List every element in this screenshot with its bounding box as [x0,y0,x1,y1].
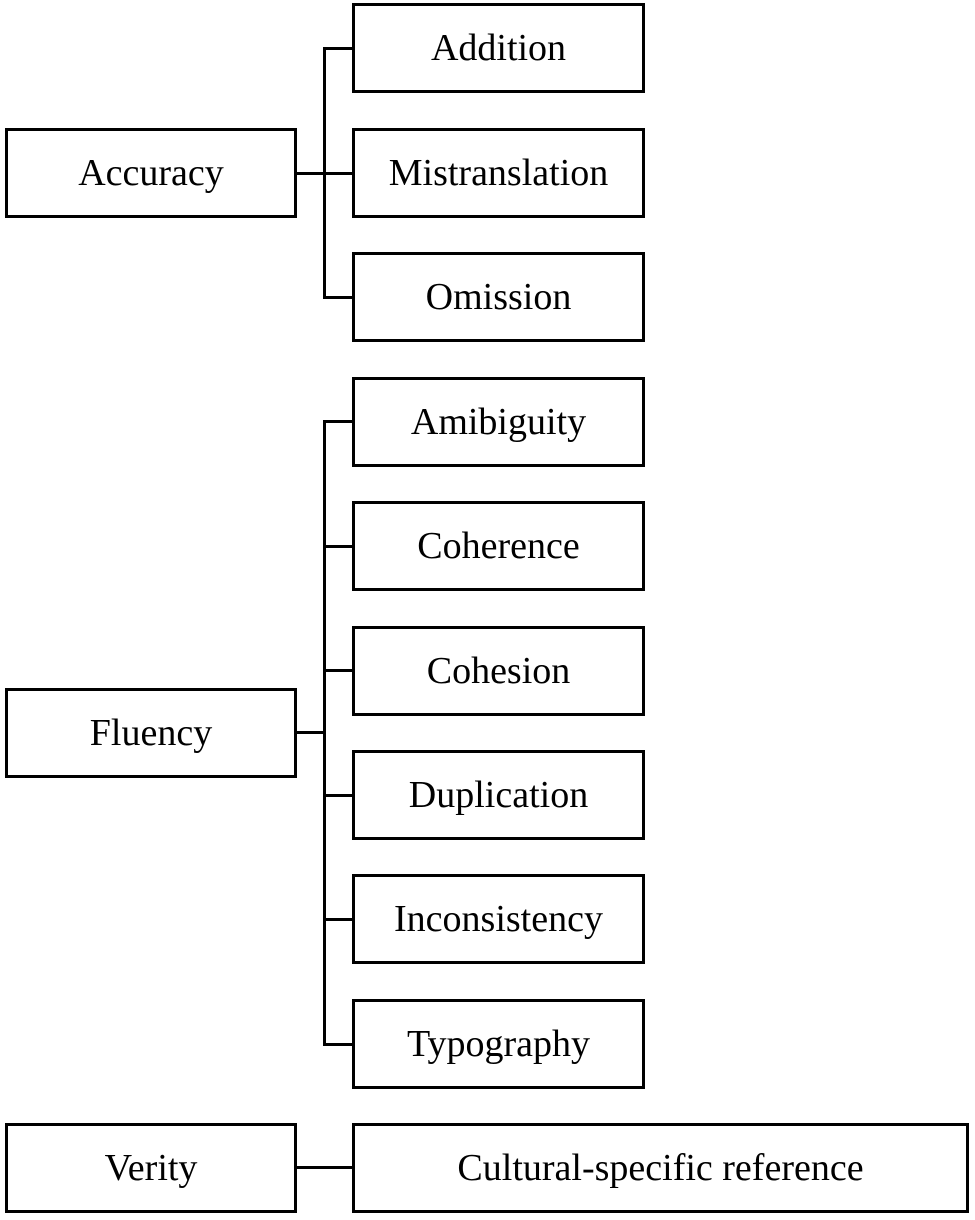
subcategory-box-coherence: Coherence [352,501,645,591]
connector-line [323,420,354,423]
subcategory-box-addition: Addition [352,3,645,93]
category-label: Accuracy [78,152,224,194]
category-label: Verity [104,1147,198,1189]
subcategory-label: Inconsistency [394,898,603,940]
subcategory-box-cultural-specific-reference: Cultural-specific reference [352,1123,969,1213]
connector-line [323,545,354,548]
connector-line [323,918,354,921]
subcategory-label: Duplication [408,774,589,816]
subcategory-label: Coherence [417,525,580,567]
subcategory-box-inconsistency: Inconsistency [352,874,645,964]
connector-line [323,47,354,50]
subcategory-label: Typography [406,1023,591,1065]
connector-line [323,172,354,175]
connector-line [296,1166,354,1169]
connector-line [296,731,325,734]
subcategory-box-cohesion: Cohesion [352,626,645,716]
subcategory-box-typography: Typography [352,999,645,1089]
subcategory-box-duplication: Duplication [352,750,645,840]
subcategory-box-omission: Omission [352,252,645,342]
subcategory-label: Mistranslation [388,152,609,194]
category-box-fluency: Fluency [5,688,297,778]
connector-line [323,1043,354,1046]
connector-line [323,296,354,299]
subcategory-box-mistranslation: Mistranslation [352,128,645,218]
category-box-accuracy: Accuracy [5,128,297,218]
subcategory-label: Amibiguity [410,401,587,443]
connector-line [323,669,354,672]
subcategory-label: Cultural-specific reference [457,1147,864,1189]
connector-line [323,420,326,1046]
subcategory-label: Addition [430,27,567,69]
category-label: Fluency [89,712,213,754]
connector-line [296,172,325,175]
category-box-verity: Verity [5,1123,297,1213]
connector-line [323,794,354,797]
subcategory-label: Omission [425,276,572,318]
subcategory-box-amibiguity: Amibiguity [352,377,645,467]
subcategory-label: Cohesion [426,650,571,692]
